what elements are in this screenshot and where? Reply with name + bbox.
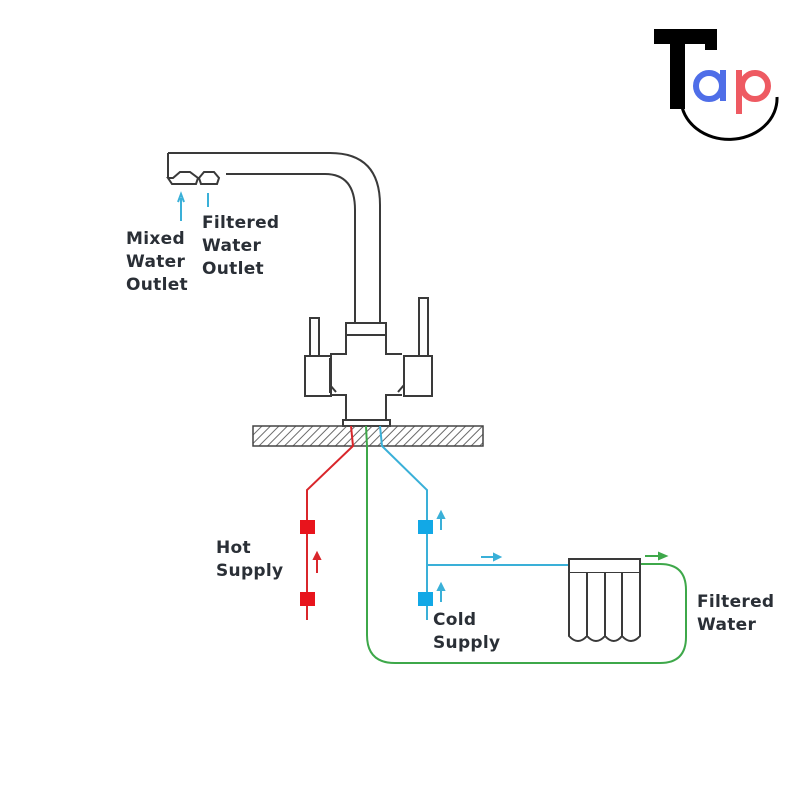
filtered-water-outlet-label: Filtered Water Outlet [202, 212, 279, 281]
hot-supply-line [300, 425, 355, 620]
left-handle-body [304, 355, 332, 397]
hot-flow-arrow [312, 550, 322, 573]
label-line: Filtered [202, 213, 280, 233]
faucet-spout [167, 152, 381, 323]
mixed-water-outlet-label: Mixed Water Outlet [126, 228, 188, 297]
logo-t-bar [654, 29, 717, 44]
label-line: Water [202, 236, 262, 256]
label-line: Cold [433, 610, 477, 630]
hot-valve-lower [300, 592, 315, 606]
logo-t-stem [670, 29, 685, 109]
faucet-base [342, 419, 391, 427]
filter-unit [568, 558, 641, 642]
label-line: Water [126, 252, 186, 272]
logo-a-bowl [693, 70, 725, 102]
filtered-water-line [365, 425, 687, 664]
cold-supply-line [379, 425, 570, 620]
cold-flow-arrow-upper [436, 509, 446, 530]
hot-valve-upper [300, 520, 315, 534]
filtered-flow-arrow [645, 551, 669, 561]
label-line: Mixed [126, 229, 185, 249]
mixed-outlet-arrow [177, 191, 185, 221]
cold-valve-lower [418, 592, 433, 606]
hot-supply-label: Hot Supply [216, 537, 283, 583]
right-handle-lever [418, 297, 429, 357]
label-line: Filtered [697, 592, 775, 612]
cold-flow-arrow-lower [436, 581, 446, 602]
faucet-collar [345, 322, 387, 336]
logo-smile-arc [679, 96, 779, 141]
filter-head [568, 558, 641, 574]
logo-a-stem [720, 70, 726, 101]
left-handle-lever [309, 317, 320, 357]
label-line: Supply [216, 561, 284, 581]
filter-cartridges [568, 573, 641, 642]
mixed-aerator [166, 171, 200, 185]
label-line: Supply [433, 633, 501, 653]
tap-logo [654, 29, 779, 141]
label-line: Outlet [126, 275, 188, 295]
filtered-aerator [197, 171, 221, 185]
faucet-body [330, 335, 402, 420]
logo-p-bowl [739, 70, 771, 102]
countertop [252, 425, 484, 447]
label-line: Hot [216, 538, 251, 558]
right-handle-body [403, 355, 433, 397]
label-line: Water [697, 615, 757, 635]
label-line: Outlet [202, 259, 264, 279]
filtered-water-label: Filtered Water [697, 591, 774, 637]
faucet [166, 152, 433, 427]
cold-flow-arrow-right [481, 552, 503, 562]
logo-t-notch [705, 44, 717, 50]
cold-valve-upper [418, 520, 433, 534]
logo-p-stem [736, 70, 742, 114]
cold-supply-label: Cold Supply [433, 609, 500, 655]
